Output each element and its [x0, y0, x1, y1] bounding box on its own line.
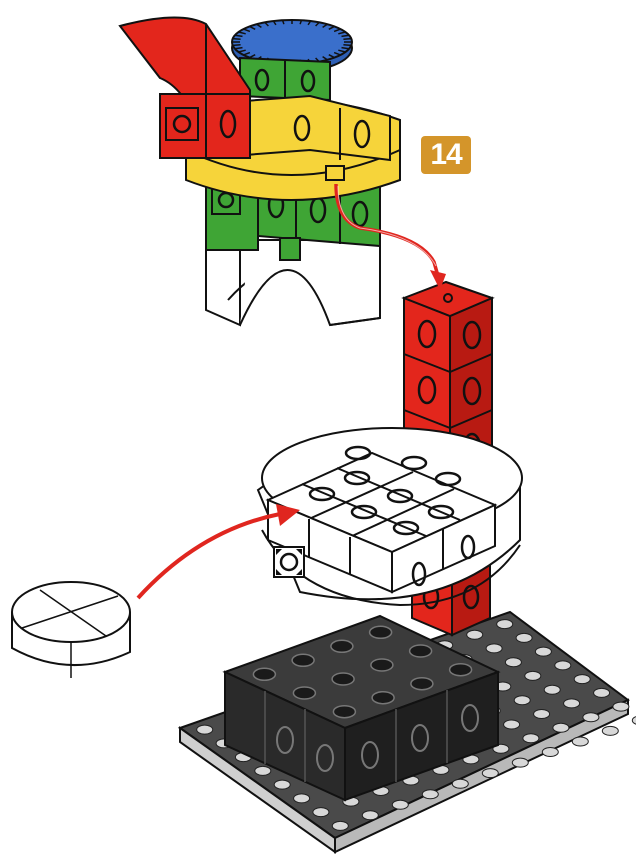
- peg-stud: [553, 723, 569, 732]
- peg-stud: [613, 702, 629, 711]
- peg-stud: [197, 725, 213, 734]
- peg-stud: [512, 758, 528, 767]
- cube-hole: [331, 640, 353, 652]
- peg-stud: [452, 779, 468, 788]
- peg-stud: [362, 811, 378, 820]
- cube-hole: [253, 668, 275, 680]
- cube-hole: [332, 673, 354, 685]
- peg-stud: [505, 658, 521, 667]
- peg-stud: [574, 675, 590, 684]
- cube-hole: [410, 645, 432, 657]
- cube-hole: [292, 654, 314, 666]
- peg-stud: [535, 647, 551, 656]
- peg-stud: [294, 794, 310, 803]
- rotating-head: [120, 17, 400, 325]
- step-number-badge: 14: [421, 136, 471, 174]
- peg-stud: [632, 716, 636, 725]
- peg-stud: [555, 661, 571, 670]
- connector-icon: [166, 108, 198, 140]
- peg-stud: [497, 620, 513, 629]
- peg-stud: [482, 769, 498, 778]
- peg-stud: [564, 699, 580, 708]
- peg-stud: [392, 800, 408, 809]
- peg-stud: [274, 780, 290, 789]
- cube-hole: [372, 692, 394, 704]
- white-cylinder-cap: [12, 582, 130, 678]
- peg-stud: [602, 726, 618, 735]
- cube-hole: [293, 687, 315, 699]
- cube-hole: [411, 678, 433, 690]
- peg-stud: [542, 748, 558, 757]
- peg-stud: [514, 696, 530, 705]
- peg-stud: [313, 808, 329, 817]
- peg-stud: [516, 633, 532, 642]
- peg-stud: [504, 720, 520, 729]
- cube-hole: [371, 659, 393, 671]
- peg-stud: [255, 766, 271, 775]
- connector-icon: [274, 547, 304, 577]
- peg-stud: [332, 821, 348, 830]
- peg-stud: [544, 685, 560, 694]
- peg-stud: [422, 790, 438, 799]
- peg-stud: [467, 630, 483, 639]
- peg-stud: [486, 644, 502, 653]
- peg-stud: [523, 734, 539, 743]
- cube-hole: [370, 626, 392, 638]
- peg-stud: [594, 688, 610, 697]
- peg-stud: [583, 713, 599, 722]
- peg-stud: [525, 671, 541, 680]
- peg-stud: [534, 710, 550, 719]
- cube-hole: [333, 706, 355, 718]
- peg-stud: [572, 737, 588, 746]
- cube-hole: [450, 664, 472, 676]
